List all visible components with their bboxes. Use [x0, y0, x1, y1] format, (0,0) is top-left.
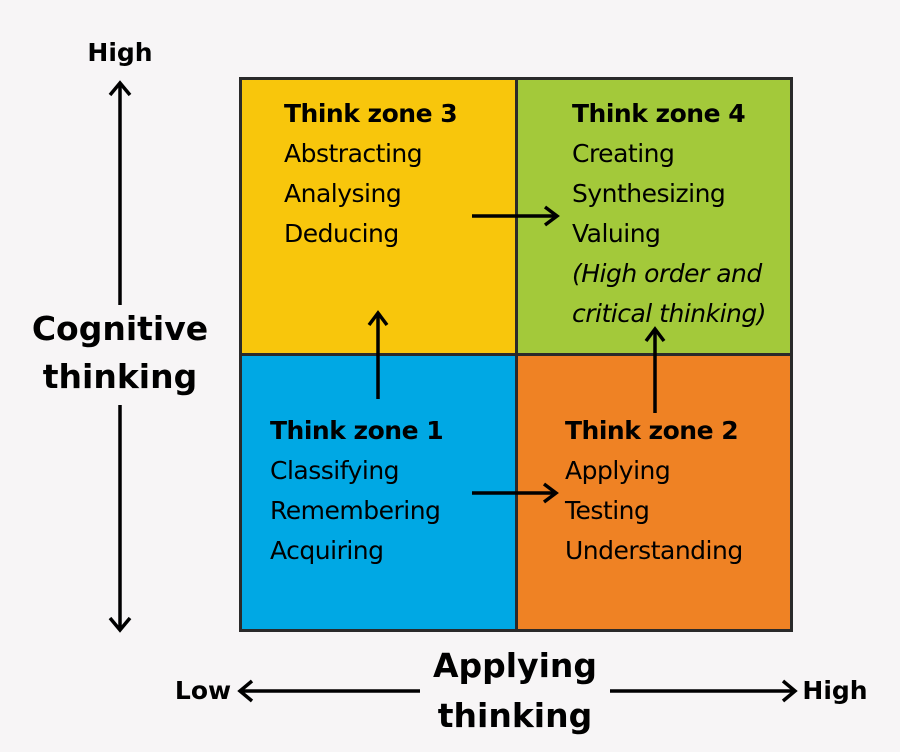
zone-4-item: Valuing	[572, 219, 661, 248]
zone-3-item: Abstracting	[284, 139, 423, 168]
x-axis-title-line1: Applying	[432, 646, 598, 685]
zone-2-item: Understanding	[565, 536, 743, 565]
quadrant-grid: Think zone 3 Abstracting Analysing Deduc…	[239, 77, 793, 632]
x-axis-right-arrow	[610, 679, 798, 703]
zone-1-item: Acquiring	[270, 536, 384, 565]
x-axis-high-label: High	[802, 676, 868, 705]
zone-3-item: Analysing	[284, 179, 402, 208]
zone-2-title: Think zone 2	[565, 416, 739, 445]
y-axis-title-line1: Cognitive	[31, 309, 209, 348]
zone-1-item: Classifying	[270, 456, 400, 485]
think-zone-3: Think zone 3 Abstracting Analysing Deduc…	[242, 80, 518, 356]
zone-3-title: Think zone 3	[284, 99, 458, 128]
think-zone-1: Think zone 1 Classifying Remembering Acq…	[242, 356, 518, 629]
zone-3-item: Deducing	[284, 219, 399, 248]
zone-1-item: Remembering	[270, 496, 441, 525]
zone-4-item: Creating	[572, 139, 675, 168]
x-axis-low-label: Low	[174, 676, 232, 705]
y-axis-high-label: High	[87, 38, 153, 67]
zone-4-note-line2: critical thinking)	[572, 299, 767, 328]
zone-2-item: Testing	[565, 496, 650, 525]
zone-4-title: Think zone 4	[572, 99, 746, 128]
zone-1-title: Think zone 1	[270, 416, 444, 445]
y-axis-title: Cognitive thinking	[20, 305, 220, 401]
zone-4-note-line1: (High order and	[572, 259, 762, 288]
zone-4-item: Synthesizing	[572, 179, 726, 208]
x-axis-title: Applying thinking	[415, 641, 615, 741]
x-axis-title-line2: thinking	[437, 696, 593, 735]
y-axis-down-arrow	[108, 405, 132, 633]
think-zone-2: Think zone 2 Applying Testing Understand…	[518, 356, 790, 629]
y-axis-title-line2: thinking	[42, 357, 198, 396]
zone-2-item: Applying	[565, 456, 671, 485]
x-axis-left-arrow	[237, 679, 420, 703]
think-zone-4: Think zone 4 Creating Synthesizing Valui…	[518, 80, 790, 356]
y-axis-up-arrow	[108, 80, 132, 305]
